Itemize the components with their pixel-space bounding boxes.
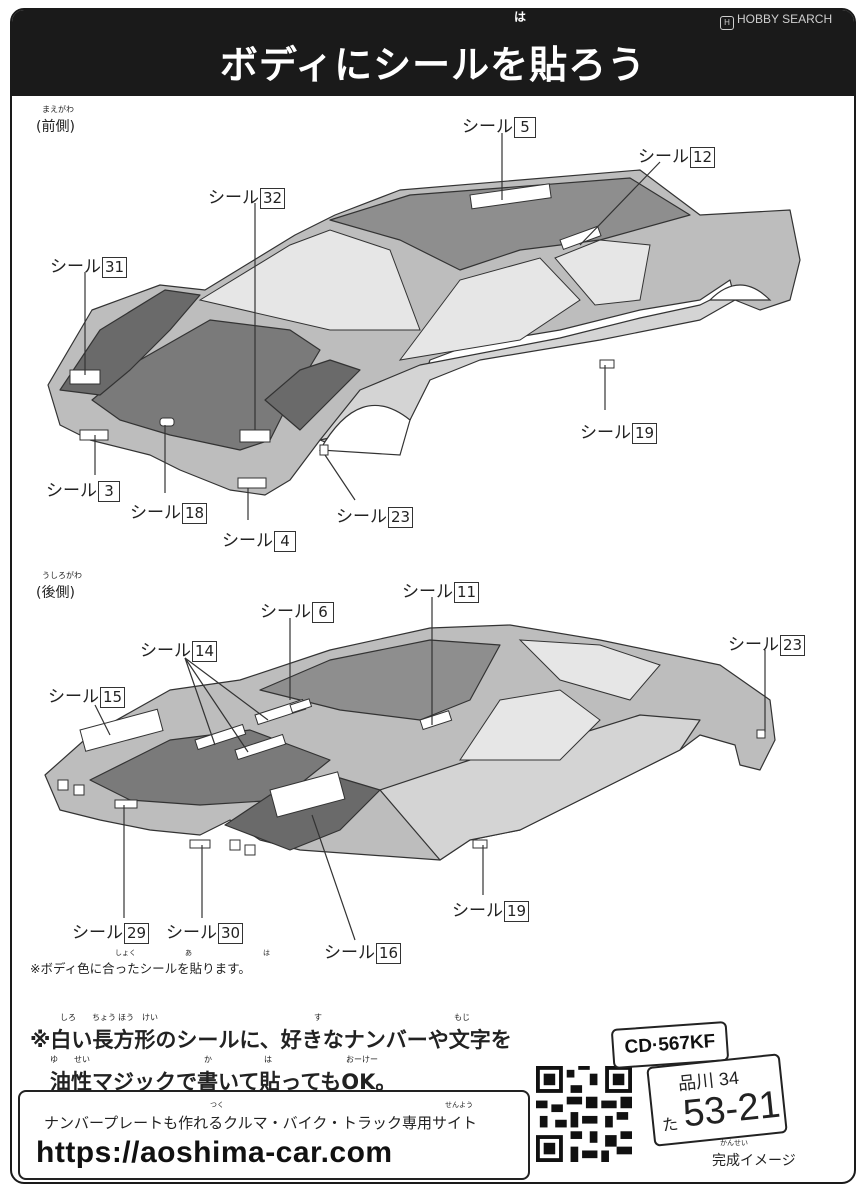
page-frame: は ボディにシールを貼ろう xyxy=(10,8,856,1184)
website-promo-box: つく せんよう ナンバープレートも作れるクルマ・バイク・トラック専用サイト ht… xyxy=(18,1090,530,1180)
rear-section-heading: うしろがわ (後側) xyxy=(36,571,82,601)
title-banner: は ボディにシールを貼ろう xyxy=(12,10,854,96)
rear-plate-image: 品川 34 た 53-21 xyxy=(646,1053,788,1147)
completed-image-label: 完成イメージ xyxy=(712,1153,796,1169)
tip-line-1: ※白い長方形のシールに、好きなナンバーや文字を xyxy=(30,1028,512,1052)
watermark-logo-icon: H xyxy=(720,16,734,30)
front-section-heading: まえがわ (前側) xyxy=(36,105,75,135)
title-ruby: は xyxy=(514,10,527,24)
website-url-link[interactable]: https://aoshima-car.com xyxy=(36,1136,393,1169)
body-color-note: しょく あ は ※ボディ色に合ったシールを貼ります。 xyxy=(30,949,270,976)
page-title: ボディにシールを貼ろう xyxy=(219,43,647,87)
qr-code-icon[interactable] xyxy=(536,1066,632,1162)
promo-text: ナンバープレートも作れるクルマ・バイク・トラック専用サイト xyxy=(44,1114,478,1132)
